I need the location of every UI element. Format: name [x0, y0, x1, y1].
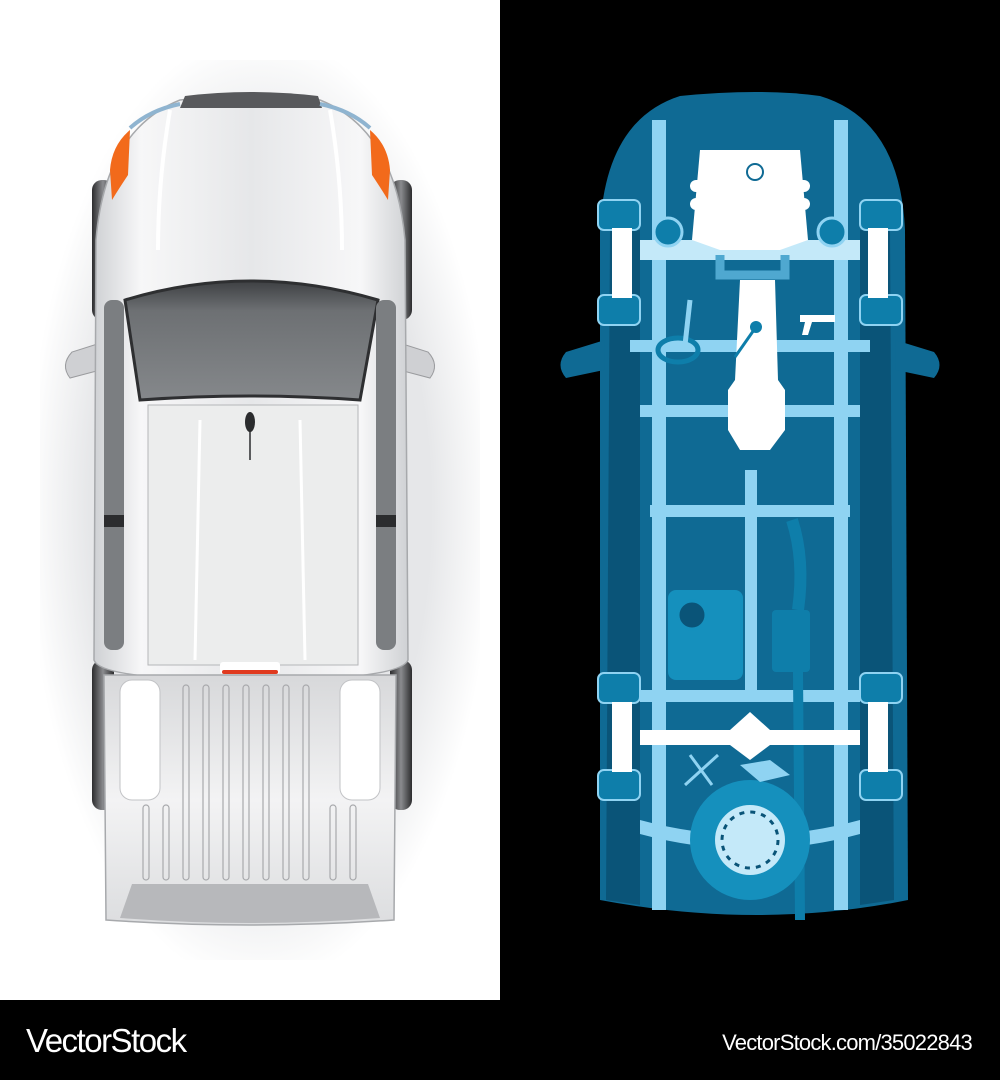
xray-truck-panel: [500, 0, 1000, 1000]
brand-logo: VectorStock: [26, 1022, 187, 1059]
white-truck-panel: [0, 0, 500, 1000]
bed-ribs: [142, 684, 357, 881]
watermark-footer: VectorStock VectorStock.com/35022843: [0, 1000, 1000, 1080]
xray-wheels: [597, 199, 903, 801]
xray-chassis-illustration: [560, 92, 940, 921]
image-url: VectorStock.com/35022843: [722, 1030, 973, 1055]
white-pickup-truck-illustration: [65, 92, 435, 926]
